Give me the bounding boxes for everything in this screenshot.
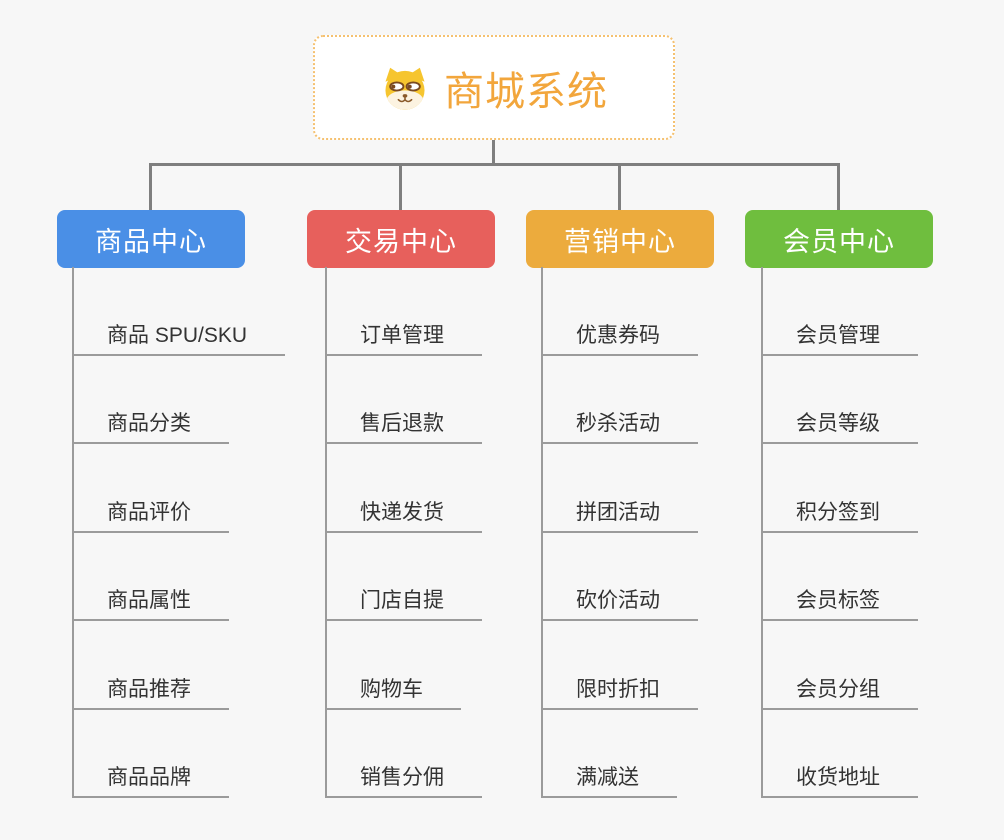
branch-subtree-trade: 订单管理 售后退款 快递发货 门店自提 购物车 销售分佣 xyxy=(325,267,482,798)
connector-horizontal-bar xyxy=(149,163,840,166)
subtopic-node[interactable]: 优惠券码 xyxy=(543,267,698,356)
subtopic-node[interactable]: 快递发货 xyxy=(327,444,482,533)
branch-label: 交易中心 xyxy=(345,226,457,257)
connector-drop-trade xyxy=(399,163,402,210)
subtopic-node[interactable]: 会员分组 xyxy=(763,621,918,710)
root-topic[interactable]: 商城系统 xyxy=(313,35,675,140)
connector-root-stem xyxy=(492,140,495,164)
subtopic-node[interactable]: 商品推荐 xyxy=(74,621,229,710)
branch-subtree-product: 商品 SPU/SKU 商品分类 商品评价 商品属性 商品推荐 商品品牌 xyxy=(72,267,286,798)
subtopic-node[interactable]: 商品评价 xyxy=(74,444,229,533)
subtopic-node[interactable]: 满减送 xyxy=(543,710,677,798)
connector-drop-member xyxy=(837,163,840,210)
subtopic-node[interactable]: 销售分佣 xyxy=(327,710,482,798)
branch-node-member-center[interactable]: 会员中心 xyxy=(745,210,933,268)
branch-label: 会员中心 xyxy=(783,226,895,257)
subtopic-node[interactable]: 会员管理 xyxy=(763,267,918,356)
subtopic-node[interactable]: 商品品牌 xyxy=(74,710,229,798)
branch-label: 营销中心 xyxy=(564,226,676,257)
branch-subtree-marketing: 优惠券码 秒杀活动 拼团活动 砍价活动 限时折扣 满减送 xyxy=(541,267,698,798)
branch-label: 商品中心 xyxy=(95,226,207,257)
subtopic-node[interactable]: 商品 SPU/SKU xyxy=(74,267,286,356)
subtopic-node[interactable]: 秒杀活动 xyxy=(543,356,698,444)
subtopic-node[interactable]: 商品属性 xyxy=(74,533,229,621)
subtopic-node[interactable]: 门店自提 xyxy=(327,533,482,621)
subtopic-node[interactable]: 砍价活动 xyxy=(543,533,698,621)
subtopic-node[interactable]: 商品分类 xyxy=(74,356,229,444)
subtopic-node[interactable]: 收货地址 xyxy=(763,710,918,798)
root-topic-title: 商城系统 xyxy=(444,69,608,114)
subtopic-node[interactable]: 订单管理 xyxy=(327,267,482,356)
connector-drop-marketing xyxy=(618,163,621,210)
dog-face-icon xyxy=(385,67,425,110)
subtopic-node[interactable]: 限时折扣 xyxy=(543,621,698,710)
branch-node-marketing-center[interactable]: 营销中心 xyxy=(526,210,714,268)
subtopic-node[interactable]: 售后退款 xyxy=(327,356,482,444)
subtopic-node[interactable]: 积分签到 xyxy=(763,444,918,533)
subtopic-node[interactable]: 购物车 xyxy=(327,621,461,710)
branch-node-product-center[interactable]: 商品中心 xyxy=(57,210,245,268)
subtopic-node[interactable]: 会员等级 xyxy=(763,356,918,444)
connector-drop-product xyxy=(149,163,152,210)
branch-node-trade-center[interactable]: 交易中心 xyxy=(307,210,495,268)
subtopic-node[interactable]: 会员标签 xyxy=(763,533,918,621)
branch-subtree-member: 会员管理 会员等级 积分签到 会员标签 会员分组 收货地址 xyxy=(761,267,918,798)
subtopic-node[interactable]: 拼团活动 xyxy=(543,444,698,533)
